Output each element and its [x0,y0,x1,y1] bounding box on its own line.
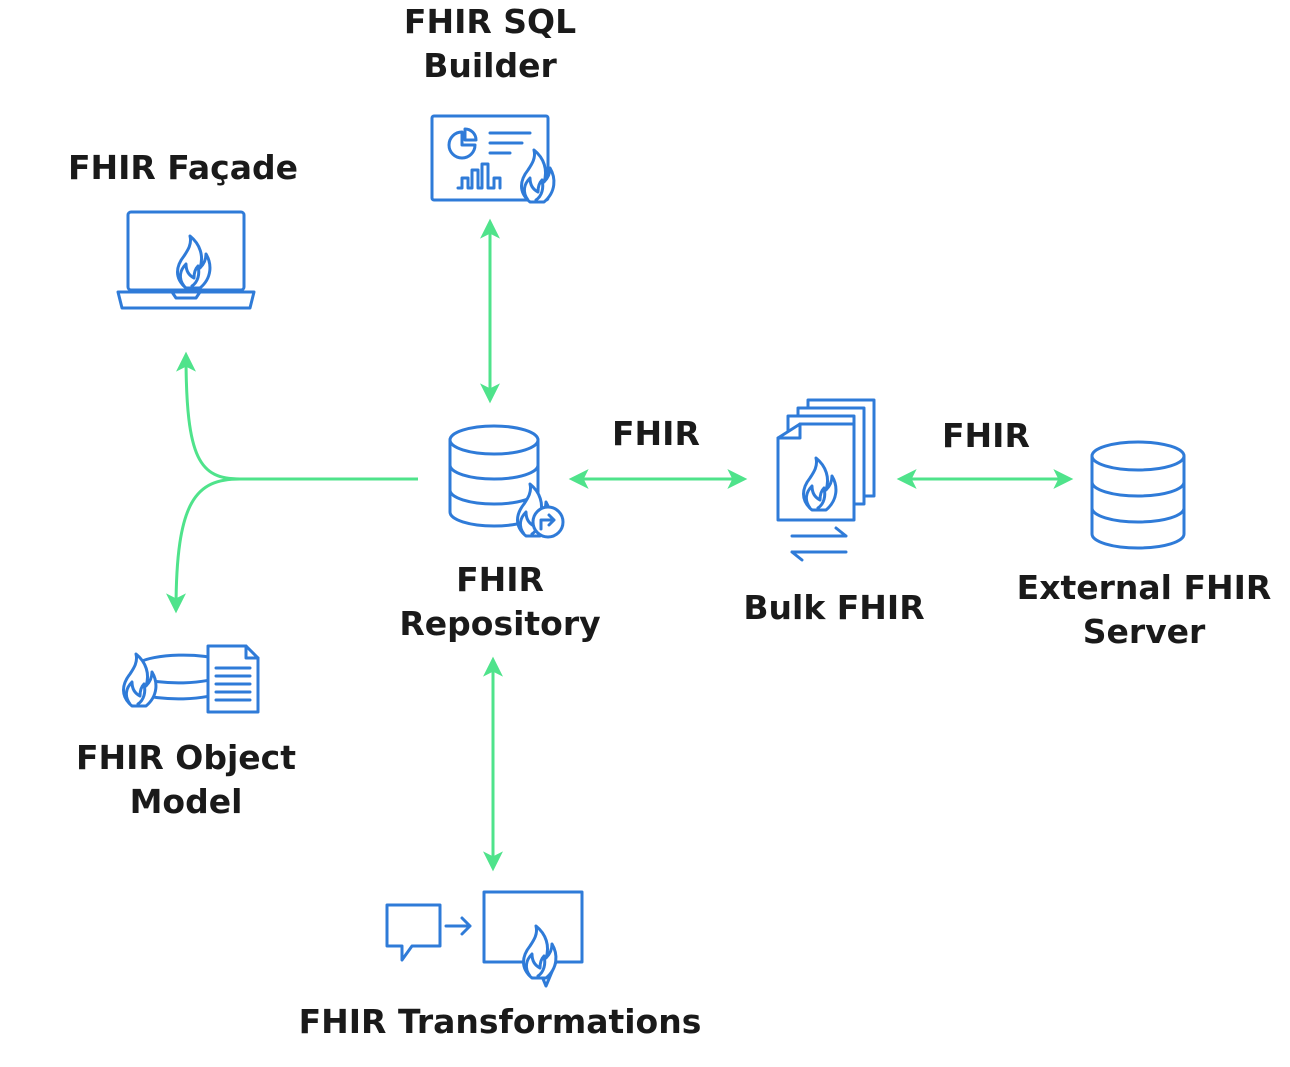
bulk-label: Bulk FHIR [743,588,925,627]
repository-line2: Repository [399,604,601,643]
edge-label-repository-bulk: FHIR [612,414,700,453]
dashboard-flame-icon [430,114,556,204]
node-label-sql-builder: FHIR SQL Builder [380,0,600,88]
database-icon [1090,440,1186,550]
connector-to-object-model [166,477,241,614]
facade-label: FHIR Façade [67,148,299,187]
sql-builder-line1: FHIR SQL [403,2,577,41]
connector-to-facade [176,351,241,481]
node-label-transformations: FHIR Transformations [280,1000,720,1044]
transformations-label: FHIR Transformations [298,1002,702,1041]
node-label-object-model: FHIR Object Model [56,736,316,824]
sql-builder-line2: Builder [423,46,557,85]
object-model-line1: FHIR Object [75,738,297,777]
node-label-external: External FHIR Server [1004,566,1284,654]
external-line2: Server [1082,612,1206,651]
database-flame-icon [448,424,565,539]
stacked-documents-flame-icon [776,398,876,562]
repository-line1: FHIR [456,560,544,599]
external-line1: External FHIR [1016,568,1272,607]
node-label-bulk: Bulk FHIR [722,586,946,630]
flame-document-icon [122,644,260,714]
laptop-flame-icon [116,210,256,310]
edge-label-bulk-external: FHIR [942,416,1030,455]
node-label-repository: FHIR Repository [390,558,610,646]
object-model-line2: Model [129,782,243,821]
message-transform-flame-icon [385,890,584,988]
node-label-facade: FHIR Façade [50,146,316,190]
